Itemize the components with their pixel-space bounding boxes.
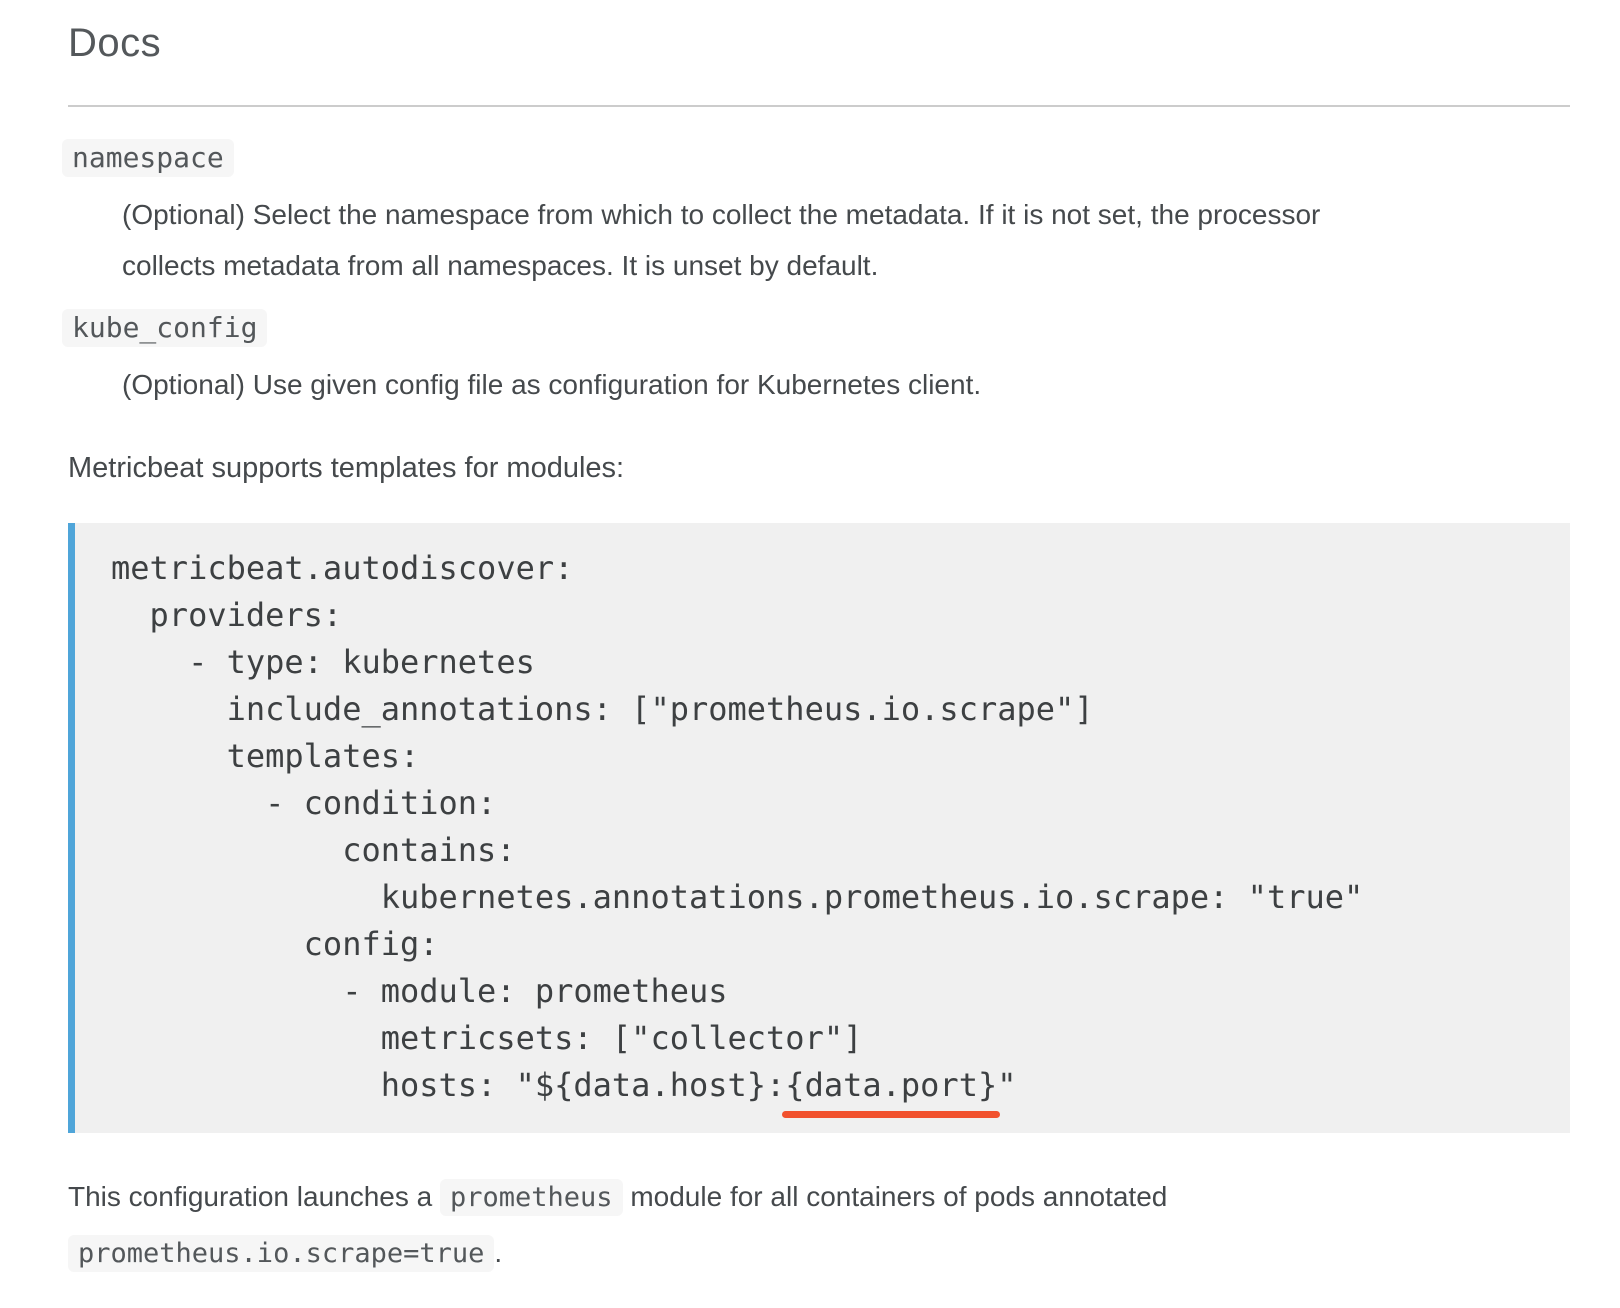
definition-term: kube_config [62, 309, 268, 347]
code-line: kubernetes.annotations.prometheus.io.scr… [111, 878, 1364, 916]
code-line: metricbeat.autodiscover: [111, 549, 574, 587]
inline-code: prometheus.io.scrape=true [68, 1235, 495, 1272]
annotation-underline: {data.port} [785, 1066, 998, 1104]
header-divider [68, 105, 1570, 107]
definition-term: namespace [62, 139, 234, 177]
definition-term-row: namespace [62, 139, 1570, 177]
code-line: - module: prometheus [111, 972, 728, 1010]
intro-paragraph: Metricbeat supports templates for module… [68, 452, 625, 484]
inline-code: prometheus [440, 1179, 623, 1216]
closing-paragraph: This configuration launches a prometheus… [68, 1169, 1570, 1281]
code-line: providers: [111, 596, 343, 634]
definition-list: namespace (Optional) Select the namespac… [62, 139, 1570, 410]
code-line: - condition: [111, 784, 497, 822]
code-line: config: [111, 925, 439, 963]
code-line: hosts: "${data.host}:{data.port}" [111, 1066, 1017, 1104]
code-block-pre: metricbeat.autodiscover: providers: - ty… [111, 545, 1570, 1109]
code-line: templates: [111, 737, 420, 775]
definition-description: (Optional) Select the namespace from whi… [122, 199, 1321, 281]
definition-description: (Optional) Use given config file as conf… [122, 369, 982, 400]
code-line: - type: kubernetes [111, 643, 535, 681]
code-line: include_annotations: ["prometheus.io.scr… [111, 690, 1094, 728]
code-line: metricsets: ["collector"] [111, 1019, 863, 1057]
code-block: metricbeat.autodiscover: providers: - ty… [68, 523, 1570, 1133]
code-line: contains: [111, 831, 516, 869]
page-title: Docs [68, 21, 162, 65]
docs-page: Docs namespace (Optional) Select the nam… [0, 18, 1620, 1281]
definition-term-row: kube_config [62, 309, 1570, 347]
